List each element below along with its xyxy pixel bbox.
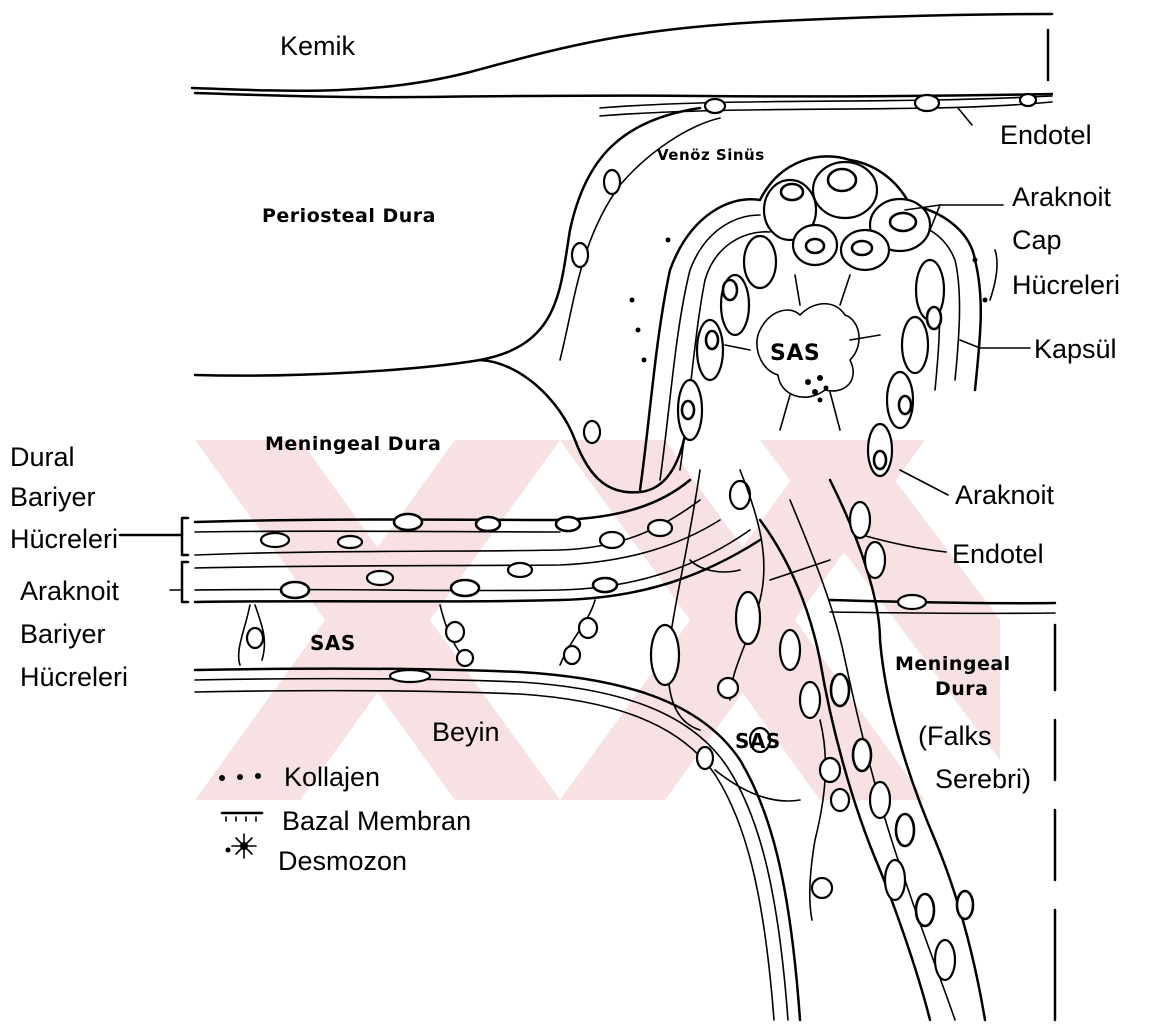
label-endotel-top: Endotel [1000,120,1092,150]
label-araknoit-cap-1: Araknoit [1012,182,1112,212]
label-araknoit-bar-2: Bariyer [20,619,106,649]
legend-kollajen: Kollajen [284,762,380,792]
label-araknoit-right: Araknoit [955,480,1055,510]
label-venoz-sinus: Venöz Sinüs [657,146,765,164]
legend-desmozon: Desmozon [278,846,407,876]
label-araknoit-bar-3: Hücreleri [20,662,128,692]
label-sas-left: SAS [310,631,356,655]
label-kemik: Kemik [280,31,356,61]
label-kapsul: Kapsül [1034,334,1117,364]
label-periosteal-dura: Periosteal Dura [262,205,436,227]
labels: Kemik Endotel Venöz Sinüs Periosteal Dur… [10,31,1120,794]
label-dural-2: Bariyer [10,482,96,512]
legend-bazal-membran: Bazal Membran [282,806,471,836]
label-araknoit-bar-1: Araknoit [20,576,120,606]
endothelium-top [600,94,1052,125]
collagen-legend-symbol [219,775,225,781]
label-araknoit-cap-3: Hücreleri [1012,270,1120,300]
label-falks-2: Serebri) [935,764,1031,794]
label-meningeal-dura-right-2: Dura [935,678,989,700]
label-sas-top: SAS [770,341,820,366]
label-sas-bottom: SAS [735,729,781,753]
label-beyin: Beyin [432,717,500,747]
desmosome-legend-symbol [226,834,257,858]
label-endotel-right: Endotel [952,539,1044,569]
label-araknoit-cap-2: Cap [1012,225,1062,255]
label-meningeal-dura-left: Meningeal Dura [265,433,441,455]
label-meningeal-dura-right-1: Meningeal [895,653,1011,675]
label-dural-3: Hücreleri [10,524,118,554]
label-dural-1: Dural [10,442,75,472]
label-falks-1: (Falks [918,721,992,751]
